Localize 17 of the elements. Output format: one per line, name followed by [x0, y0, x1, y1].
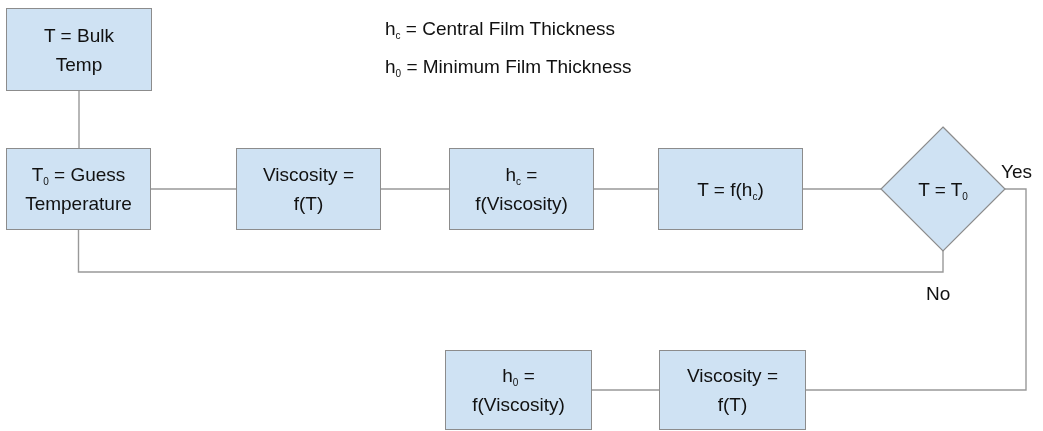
process-box: Viscosity = f(T)	[659, 350, 806, 430]
connector-line	[150, 188, 237, 190]
note-text: h$_{c}$ = Central Film Thickness	[385, 18, 616, 40]
process-box: Viscosity = f(T)	[236, 148, 381, 230]
connector-line	[593, 188, 659, 190]
process-box: h$_{0}$ = f(Viscosity)	[445, 350, 592, 430]
process-box: T = Bulk Temp	[6, 8, 152, 91]
process-box: T = f(h$_{c}$)	[658, 148, 803, 230]
connector-line	[380, 188, 450, 190]
process-box: T$_{0}$ = Guess Temperature	[6, 148, 151, 230]
connector-line	[805, 188, 1027, 391]
process-box: h$_{c}$ = f(Viscosity)	[449, 148, 594, 230]
connector-line	[78, 90, 80, 149]
connector-line	[802, 188, 882, 190]
connector-line	[77, 229, 944, 273]
note-text: h$_{0}$ = Minimum Film Thickness	[385, 56, 632, 78]
connector-line	[591, 389, 660, 391]
